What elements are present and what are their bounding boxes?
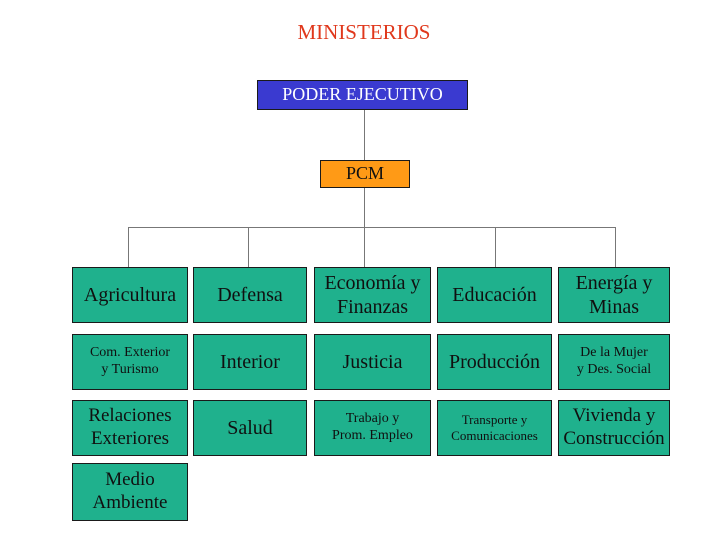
ministry-vivienda-construccion: Vivienda y Construcción: [558, 400, 670, 456]
pcm-box: PCM: [320, 160, 410, 188]
chart-title: MINISTERIOS: [297, 20, 431, 44]
ministry-defensa: Defensa: [193, 267, 307, 323]
ministry-transporte-comunicaciones: Transporte y Comunicaciones: [437, 400, 552, 456]
connector-pcm-to-bus: [364, 188, 365, 228]
ministry-interior: Interior: [193, 334, 307, 390]
ministry-justicia: Justicia: [314, 334, 431, 390]
connector-drop-2: [248, 227, 249, 267]
ministry-trabajo-promocion-empleo: Trabajo y Prom. Empleo: [314, 400, 431, 456]
poder-ejecutivo-box: PODER EJECUTIVO: [257, 80, 468, 110]
ministry-energia-minas: Energía y Minas: [558, 267, 670, 323]
ministry-economia-finanzas: Economía y Finanzas: [314, 267, 431, 323]
ministry-agricultura: Agricultura: [72, 267, 188, 323]
connector-drop-3: [364, 227, 365, 267]
ministry-medio-ambiente: Medio Ambiente: [72, 463, 188, 521]
connector-drop-1: [128, 227, 129, 267]
ministry-educacion: Educación: [437, 267, 552, 323]
ministry-salud: Salud: [193, 400, 307, 456]
connector-bus: [128, 227, 616, 228]
connector-drop-5: [615, 227, 616, 267]
ministry-mujer-desarrollo-social: De la Mujer y Des. Social: [558, 334, 670, 390]
ministry-produccion: Producción: [437, 334, 552, 390]
ministry-relaciones-exteriores: Relaciones Exteriores: [72, 400, 188, 456]
ministry-comercio-exterior-turismo: Com. Exterior y Turismo: [72, 334, 188, 390]
connector-drop-4: [495, 227, 496, 267]
connector-top-to-pcm: [364, 110, 365, 164]
